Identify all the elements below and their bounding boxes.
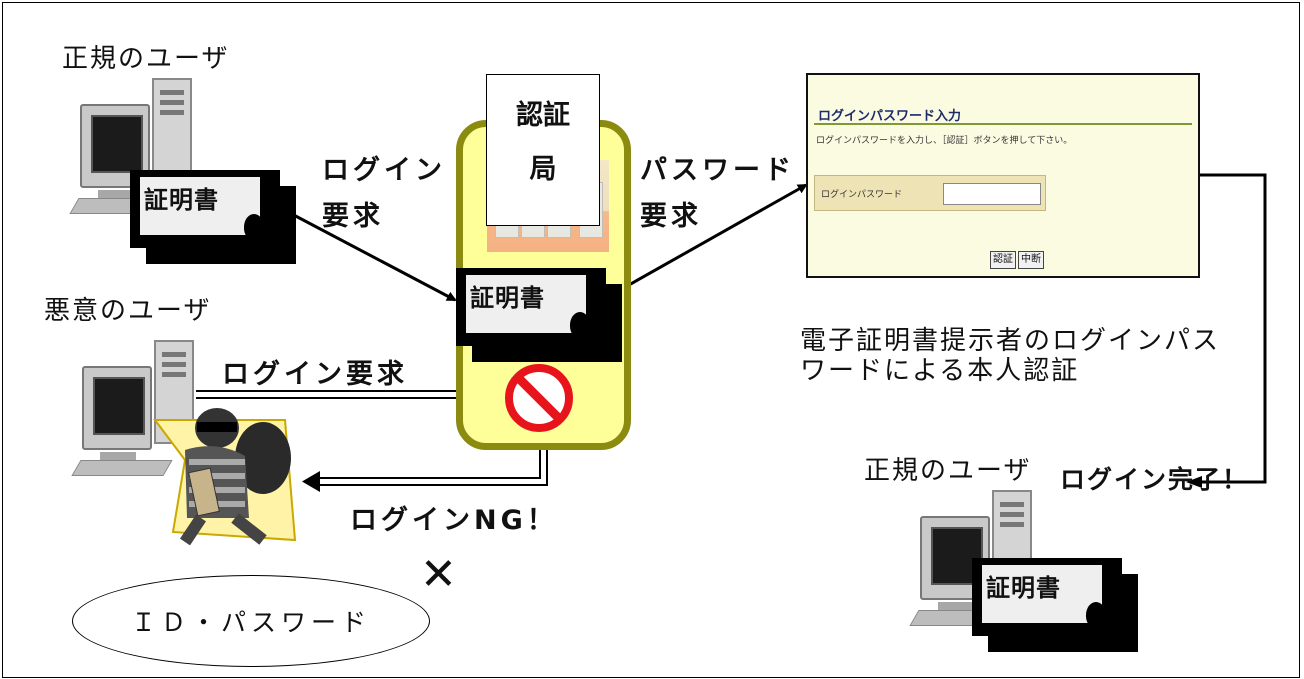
login-request-arrow [287,210,457,302]
id-password-text: ＩＤ・パスワード [130,608,371,637]
password-request-line1: パスワード [640,155,795,186]
legit-user-label: 正規のユーザ [62,44,230,74]
seal-icon [570,312,590,344]
login-request-line2: 要求 [322,201,384,232]
password-request-line2: 要求 [640,201,702,232]
caption-line2: ワードによる本人認証 [800,356,1080,386]
legit-user-label-2: 正規のユーザ [864,456,1032,486]
malicious-user-label: 悪意のユーザ [44,296,212,326]
certificate-authority-label: 認証 局 [486,74,600,226]
login-complete-path [1200,173,1267,484]
auth-button[interactable]: 認証 [990,251,1016,269]
ca-certificate: 証明書 [456,268,626,368]
malicious-login-request: ログイン要求 [222,359,408,390]
password-field-label: ログインパスワード [821,190,903,200]
login-complete-arrowhead [1186,476,1202,488]
cross-mark: ✕ [420,549,457,600]
certificate-label: 証明書 [470,284,545,312]
login-screen-title: ログインパスワード入力 [818,109,962,124]
caption-line1: 電子証明書提示者のログインパス [800,326,1221,356]
seal-icon [244,214,264,246]
no-entry-icon [505,364,573,432]
title-divider [814,123,1192,125]
password-field[interactable] [943,183,1041,205]
ng-return-arrowhead [302,471,320,492]
login-ng-label: ログインNG！ [350,505,558,536]
ca-line1: 認証 [516,100,570,131]
login-request-line1: ログイン [322,155,446,186]
login-complete-label: ログイン完了！ [1060,465,1250,494]
certificate-label: 証明書 [986,574,1061,602]
ca-line2: 局 [529,154,557,185]
login-password-screen: ログインパスワード入力 ログインパスワードを入力し、［認証］ボタンを押して下さい… [806,73,1200,278]
cancel-button[interactable]: 中断 [1018,251,1044,269]
password-row: ログインパスワード [814,175,1046,211]
legit-certificate: 証明書 [130,170,300,270]
id-password-bubble: ＩＤ・パスワード [72,575,430,667]
seal-icon [1086,602,1106,634]
thief-icon [153,408,297,546]
password-request-arrow [619,183,808,292]
login-screen-description: ログインパスワードを入力し、［認証］ボタンを押して下さい。 [816,136,1073,146]
legit-computer [69,78,200,218]
certificate-label: 証明書 [144,186,219,214]
legit-certificate-2: 証明書 [972,558,1142,658]
